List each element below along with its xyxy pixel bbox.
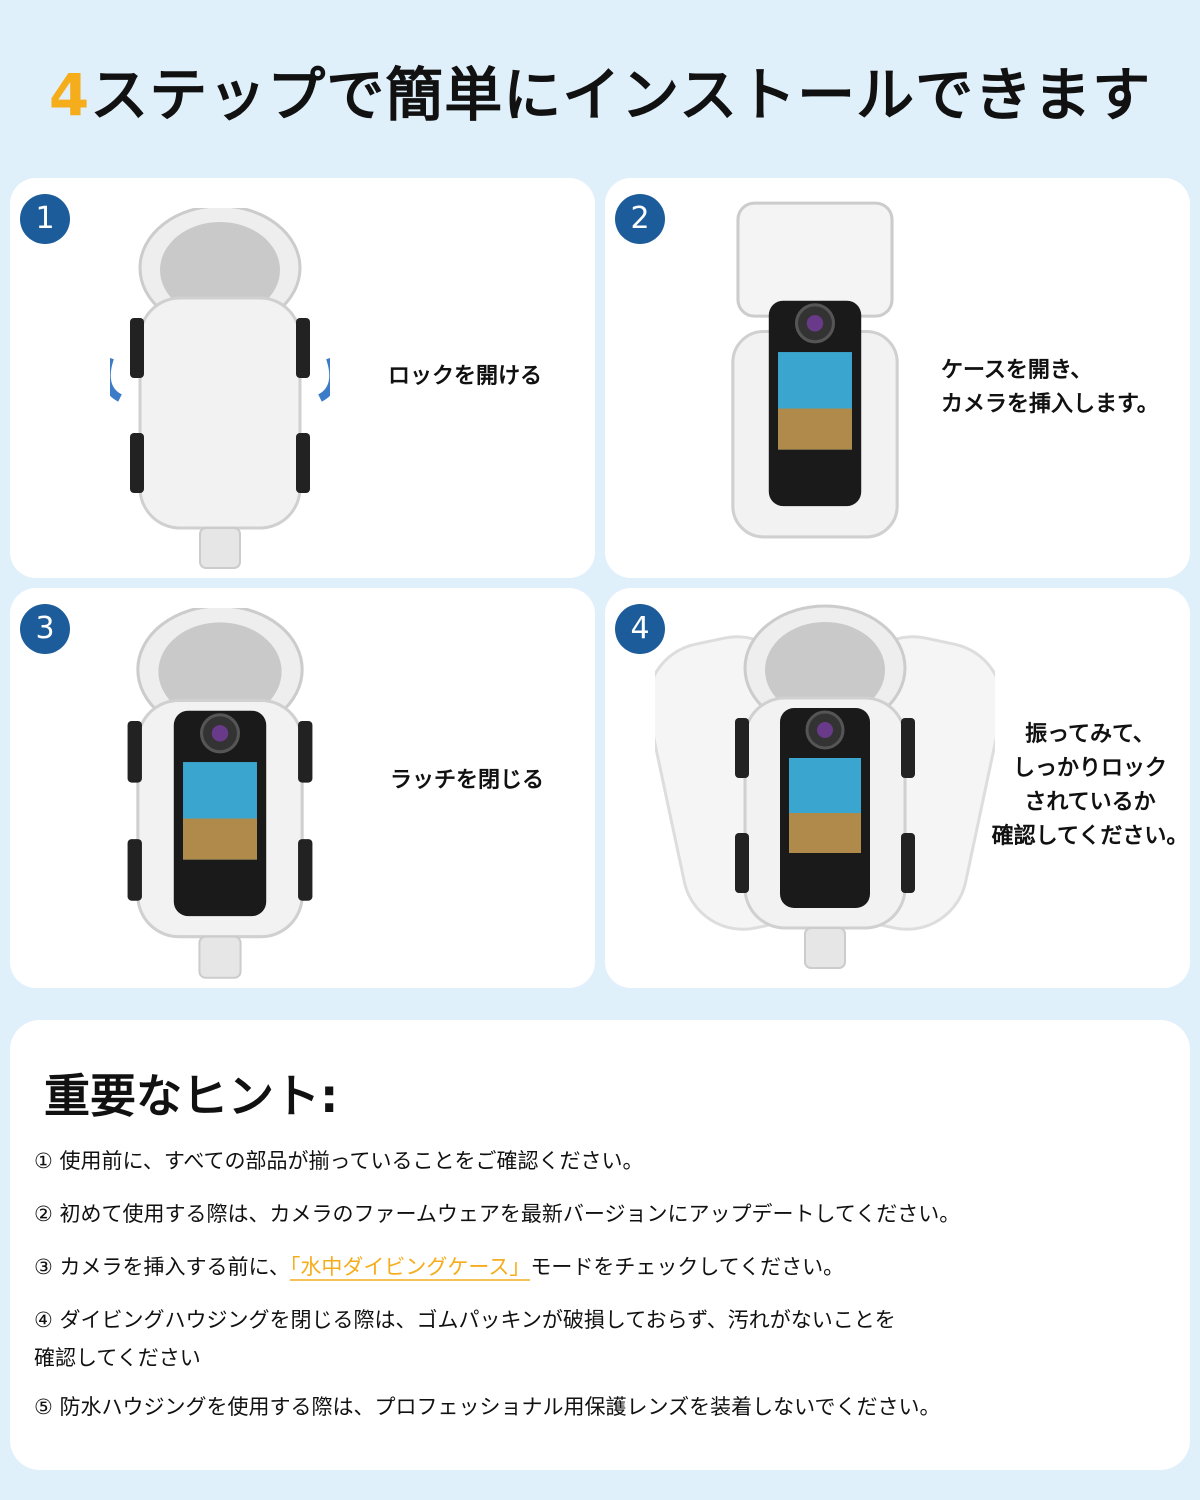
step-number-badge: 4 xyxy=(615,604,665,654)
step-number-badge: 3 xyxy=(20,604,70,654)
tips-title: 重要なヒント: xyxy=(44,1069,339,1123)
step-card-3: 3 ラッチを閉じる xyxy=(10,588,595,988)
tip-item-5: ⑤ 防水ハウジングを使用する際は、プロフェッショナル用保護レンズを装着しないでく… xyxy=(34,1395,941,1419)
step-caption: ケースを開き、カメラを挿入します。 xyxy=(941,358,1159,417)
tips-panel: 重要なヒント: ① 使用前に、すべての部品が揃っていることをご確認ください。 ②… xyxy=(10,1020,1190,1470)
step-card-4: 4 振ってみて、しっかりロックされているか確認してください。 xyxy=(605,588,1190,988)
page-title: 4ステップで簡単にインストールできます xyxy=(48,61,1152,129)
tip-item-4: ④ ダイビングハウジングを閉じる際は、ゴムパッキンが破損しておらず、汚れがないこ… xyxy=(34,1308,896,1370)
step-caption: ロックを開ける xyxy=(388,364,543,389)
highlight-mode-name: 「水中ダイビングケース」 xyxy=(289,1255,531,1281)
housing-close-latch-image xyxy=(126,608,314,980)
step-caption: 振ってみて、しっかりロックされているか確認してください。 xyxy=(991,722,1189,849)
step-number-badge: 2 xyxy=(615,194,665,244)
camera-insert-image xyxy=(731,201,899,539)
step-card-1: 1 ロックを開ける xyxy=(10,178,595,578)
tip-item-1: ① 使用前に、すべての部品が揃っていることをご確認ください。 xyxy=(34,1149,644,1173)
step-caption: ラッチを閉じる xyxy=(390,768,545,793)
step-card-2: 2 ケースを開き、カメラを挿入します。 xyxy=(605,178,1190,578)
step-number-badge: 1 xyxy=(20,194,70,244)
shake-test-image xyxy=(655,604,995,970)
tip-item-2: ② 初めて使用する際は、カメラのファームウェアを最新バージョンにアップデートして… xyxy=(34,1202,961,1226)
housing-unlock-image xyxy=(110,208,330,570)
tip-item-3: ③ カメラを挿入する前に、「水中ダイビングケース」モードをチェックしてください。 xyxy=(34,1255,845,1281)
